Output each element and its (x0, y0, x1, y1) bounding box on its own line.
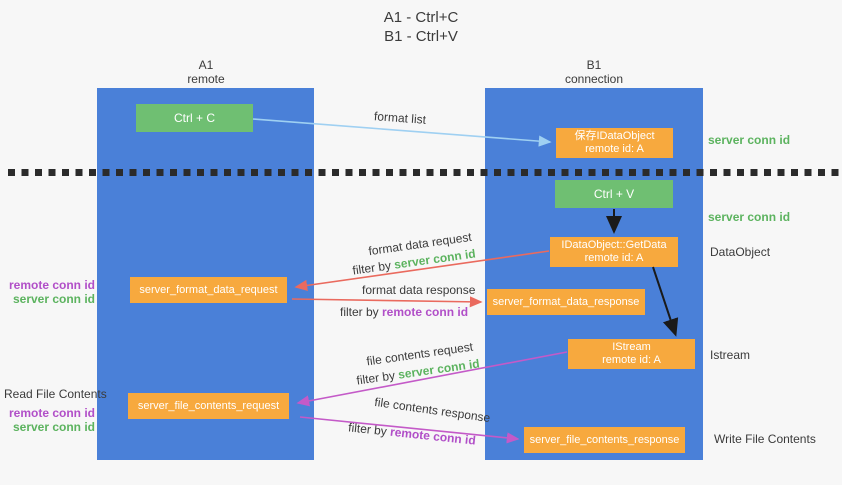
file-response-label: server_file_contents_response (529, 433, 680, 446)
filter-by-remote-conn-id-label-2: filter by remote conn id (348, 420, 477, 447)
right-write-file-contents-label: Write File Contents (714, 432, 816, 446)
left-server-conn-id-2: server conn id (12, 420, 95, 434)
format-request-label: server_format_data_request (139, 283, 278, 296)
column-b1-subtitle: connection (564, 72, 624, 86)
ctrl-c-box: Ctrl + C (136, 104, 253, 132)
left-remote-conn-id-1: remote conn id (8, 278, 95, 292)
column-a1-name: A1 (198, 58, 214, 72)
column-a1-subtitle: remote (187, 72, 225, 86)
istream-line2: remote id: A (602, 354, 661, 366)
filter-by-prefix: filter by (347, 420, 391, 439)
save-idataobject-box: 保存IDataObject remote id: A (556, 128, 673, 158)
file-request-label: server_file_contents_request (137, 399, 280, 412)
filter-by-prefix: filter by (351, 257, 396, 278)
remote-conn-id-keyword: remote conn id (382, 305, 469, 319)
server-file-contents-response-box: server_file_contents_response (524, 427, 685, 453)
format-list-edge-label: format list (373, 109, 427, 127)
diagram-title: A1 - Ctrl+C B1 - Ctrl+V (0, 8, 842, 46)
format-response-label: server_format_data_response (492, 295, 640, 308)
filter-by-remote-conn-id-label-1: filter by remote conn id (340, 305, 468, 319)
ctrl-v-box: Ctrl + V (555, 180, 673, 208)
column-header-b1: B1 connection (534, 58, 654, 86)
column-header-a1: A1 remote (146, 58, 266, 86)
title-line-1: A1 - Ctrl+C (383, 9, 459, 26)
column-b1-name: B1 (586, 58, 602, 72)
save-idataobject-line2: remote id: A (585, 143, 644, 155)
right-server-conn-id-2: server conn id (708, 210, 791, 224)
istream-box: IStream remote id: A (568, 339, 695, 369)
ctrl-v-label: Ctrl + V (593, 187, 635, 201)
right-dataobject-label: DataObject (710, 245, 771, 259)
right-server-conn-id-1: server conn id (708, 133, 791, 147)
file-contents-response-edge-label: file contents response (373, 394, 492, 426)
right-istream-label: Istream (710, 348, 751, 362)
remote-conn-id-keyword: remote conn id (389, 424, 477, 448)
left-read-file-contents-label: Read File Contents (4, 387, 107, 401)
istream-line1: IStream (612, 341, 651, 353)
server-format-data-request-box: server_format_data_request (130, 277, 287, 303)
left-remote-conn-id-2: remote conn id (8, 406, 95, 420)
machine-separator-dashed-line (8, 169, 840, 176)
format-data-response-edge-label: format data response (362, 283, 476, 297)
format-data-response-arrow (291, 296, 483, 308)
filter-by-prefix: filter by (340, 305, 383, 319)
server-format-data-response-box: server_format_data_response (487, 289, 645, 315)
getdata-line1: IDataObject::GetData (561, 239, 667, 251)
save-idataobject-line1: 保存IDataObject (574, 130, 655, 142)
getdata-line2: remote id: A (584, 252, 644, 264)
server-file-contents-request-box: server_file_contents_request (128, 393, 289, 419)
filter-by-prefix: filter by (355, 367, 400, 388)
title-line-2: B1 - Ctrl+V (384, 28, 458, 45)
ctrl-c-label: Ctrl + C (173, 111, 215, 125)
idataobject-getdata-box: IDataObject::GetData remote id: A (550, 237, 678, 267)
left-server-conn-id-1: server conn id (12, 292, 95, 306)
